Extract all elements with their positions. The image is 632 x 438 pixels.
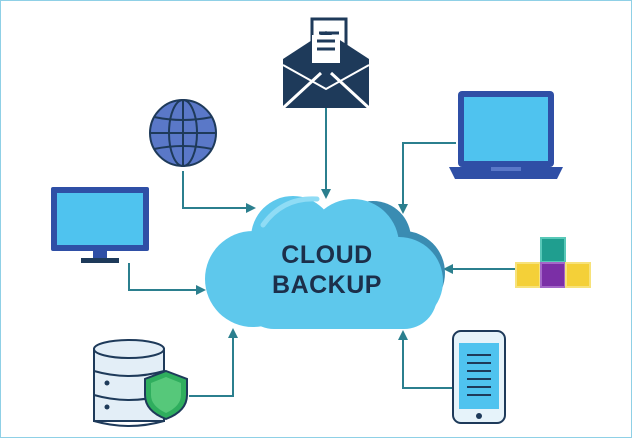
arrow-laptop [398, 142, 456, 214]
smartphone-icon [452, 330, 506, 424]
cloud-backup-label: CLOUD BACKUP [227, 240, 427, 300]
arrow-database [189, 328, 238, 397]
arrow-phone [398, 330, 453, 389]
monitor-icon [51, 187, 149, 263]
cloud-icon [205, 196, 445, 329]
database-shield-icon [93, 339, 188, 427]
envelope-icon [281, 17, 371, 110]
arrow-monitor [128, 263, 206, 295]
cloud-label-line1: CLOUD [281, 241, 373, 269]
cloud-label-line2: BACKUP [272, 271, 382, 299]
globe-icon [149, 99, 217, 167]
arrow-globe [182, 171, 256, 213]
blocks-icon [515, 237, 591, 288]
connector-arrows [128, 108, 516, 397]
laptop-icon [449, 91, 563, 179]
